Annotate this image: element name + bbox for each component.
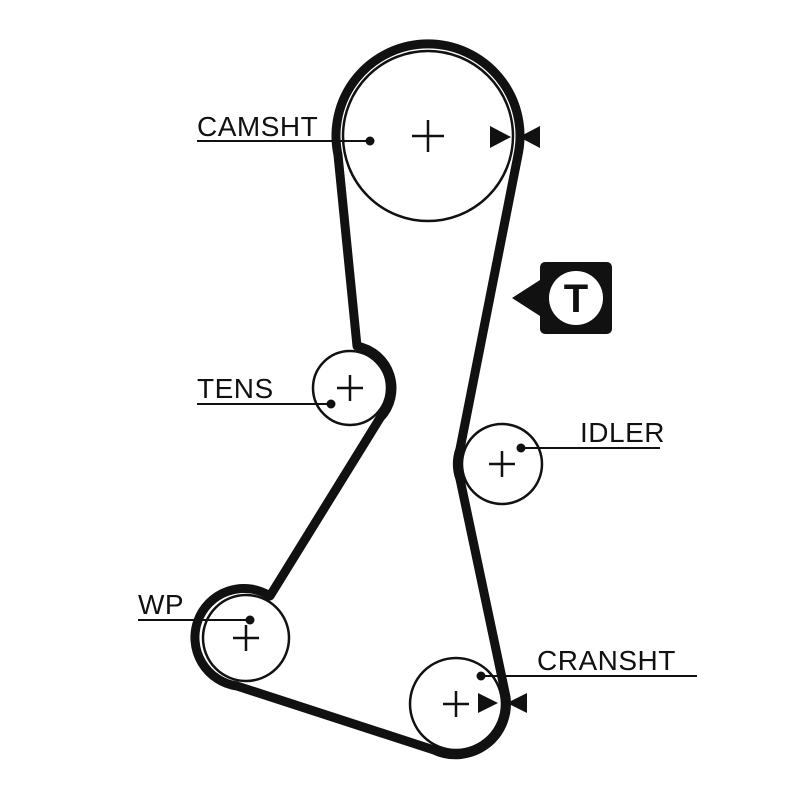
tensioner-label: TENS: [197, 373, 274, 404]
arrow-right-icon: [478, 693, 498, 713]
arrow-left-icon: [507, 693, 527, 713]
arrow-left-icon: [519, 126, 540, 148]
camshaft-pulley: [341, 49, 515, 223]
crankshaft-label: CRANSHT: [537, 645, 676, 676]
tensioner-leader-dot: [326, 399, 336, 409]
idler-center-cross-icon: [489, 451, 515, 477]
camshaft-label-group: CAMSHT: [197, 111, 375, 146]
crankshaft-pulley: [408, 656, 504, 752]
crankshaft-timing-marks-icon: [478, 693, 527, 713]
crankshaft-label-group: CRANSHT: [476, 645, 697, 681]
idler-label-group: IDLER: [516, 417, 665, 453]
camshaft-timing-marks-icon: [490, 126, 540, 148]
water-pump-center-cross-icon: [233, 625, 259, 651]
camshaft-leader-dot: [365, 136, 375, 146]
water-pump-label: WP: [138, 589, 184, 620]
tension-marker-badge: T: [512, 262, 612, 334]
idler-leader-dot: [516, 443, 526, 453]
idler-label: IDLER: [580, 417, 665, 448]
arrow-right-icon: [490, 126, 511, 148]
idler-pulley: [460, 422, 544, 506]
tension-badge-circle: [549, 271, 603, 325]
tension-pointer-icon: [512, 280, 540, 316]
tensioner-label-group: TENS: [197, 373, 336, 409]
crankshaft-center-cross-icon: [443, 691, 469, 717]
crankshaft-leader-dot: [476, 671, 486, 681]
tensioner-center-cross-icon: [337, 375, 363, 401]
camshaft-center-cross-icon: [412, 120, 444, 152]
tension-badge-letter: T: [564, 277, 588, 321]
camshaft-label: CAMSHT: [197, 111, 318, 142]
water-pump-leader-dot: [245, 615, 255, 625]
water-pump-label-group: WP: [138, 589, 255, 625]
tensioner-pulley: [311, 349, 389, 427]
water-pump-pulley: [201, 593, 291, 683]
timing-belt-path: [190, 39, 525, 760]
